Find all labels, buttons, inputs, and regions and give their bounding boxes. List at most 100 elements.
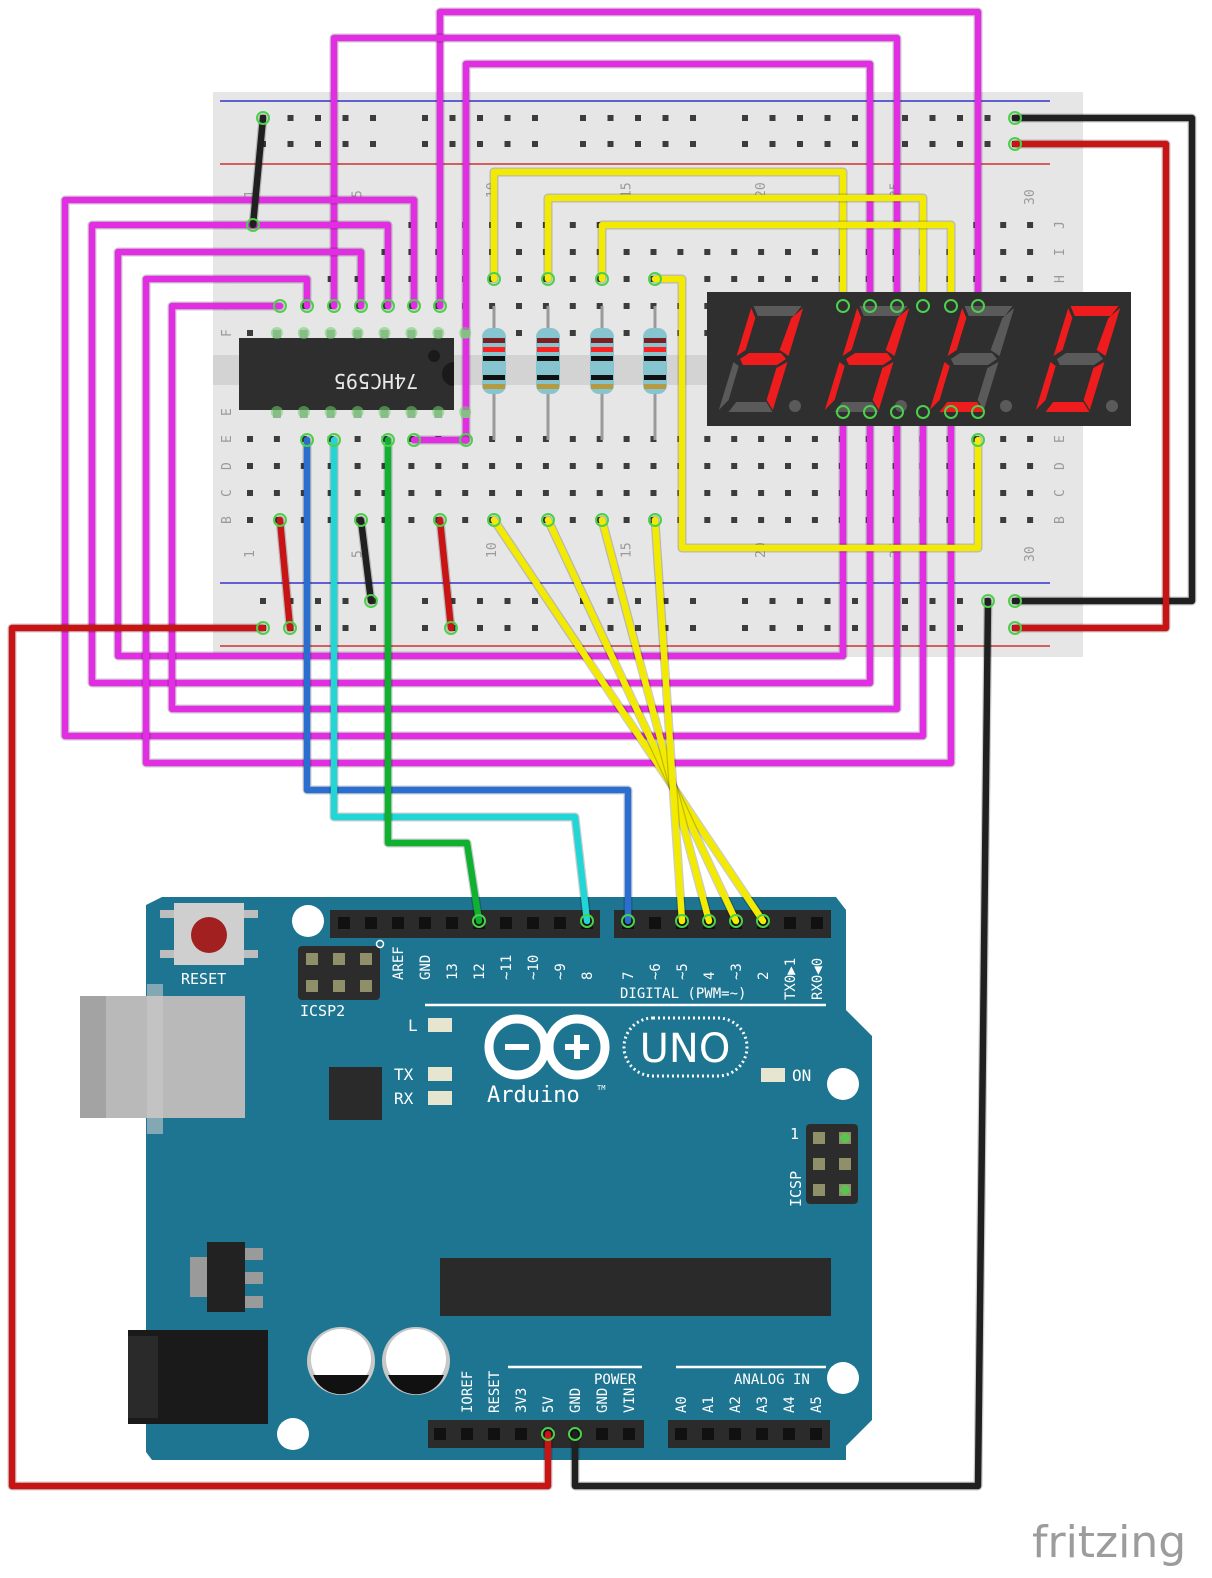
rail-hole xyxy=(690,141,696,147)
rail-hole xyxy=(662,141,669,147)
pin-highlight xyxy=(327,299,341,313)
breadboard-hole xyxy=(516,222,522,228)
breadboard-column-number: 5 xyxy=(351,550,366,558)
resistor-band xyxy=(537,338,559,343)
breadboard-hole xyxy=(704,276,711,282)
breadboard-hole xyxy=(785,517,791,523)
resistor-band xyxy=(537,356,559,361)
rail-hole xyxy=(957,625,963,631)
chip-hole-highlight xyxy=(432,327,445,339)
rail-hole xyxy=(797,141,803,147)
segment-d xyxy=(834,402,879,412)
breadboard-column-number: 15 xyxy=(620,182,635,198)
breadboard-hole xyxy=(704,490,711,496)
header-socket xyxy=(488,1428,500,1440)
power-pin-label: RESET xyxy=(487,1370,503,1413)
rail-hole xyxy=(797,115,803,121)
icsp2-label: ICSP2 xyxy=(300,1002,345,1020)
rail-hole xyxy=(852,625,858,631)
breadboard-column-number: 5 xyxy=(351,190,366,198)
breadboard-column-number: 15 xyxy=(620,542,635,558)
segment-c xyxy=(977,362,999,410)
wire-green xyxy=(384,436,483,925)
pin-highlight xyxy=(863,299,877,313)
rail-hole xyxy=(370,115,376,121)
segment-a xyxy=(753,306,802,316)
breadboard-hole xyxy=(327,517,334,523)
resistor-band xyxy=(537,375,559,380)
rail-hole xyxy=(607,598,614,604)
usb-interface-chip xyxy=(329,1067,382,1120)
breadboard-hole xyxy=(462,517,469,523)
dc-power-jack[interactable] xyxy=(128,1330,268,1424)
breadboard-hole xyxy=(1000,276,1007,282)
breadboard-hole xyxy=(623,276,630,282)
breadboard-hole xyxy=(569,276,576,282)
breadboard-hole xyxy=(1027,222,1034,228)
wire-black xyxy=(249,114,267,229)
rail-hole xyxy=(422,598,428,604)
pin-highlight xyxy=(971,299,985,313)
pin-highlight xyxy=(890,405,904,419)
segment-g xyxy=(1057,353,1103,365)
pin-highlight xyxy=(459,433,473,447)
breadboard-hole xyxy=(381,436,388,442)
breadboard-row-letter: E xyxy=(220,408,235,416)
arduino-infinity-logo xyxy=(484,1014,610,1080)
chip-hole-highlight xyxy=(324,406,337,418)
rail-hole xyxy=(477,625,483,631)
pin-highlight xyxy=(580,914,594,928)
header-socket xyxy=(811,917,823,929)
breadboard-column-number: 1 xyxy=(243,190,258,198)
rail-hole xyxy=(902,115,908,121)
pin-highlight xyxy=(568,1427,582,1441)
rail-hole xyxy=(957,598,963,604)
header-socket xyxy=(500,917,512,929)
pin-highlight xyxy=(273,299,287,313)
power-pin-label: 5V xyxy=(541,1396,557,1413)
breadboard-hole xyxy=(704,436,711,442)
breadboard-hole xyxy=(704,517,711,523)
wire-magenta xyxy=(168,302,901,713)
rail-hole xyxy=(580,115,586,121)
breadboard-hole xyxy=(354,490,361,496)
wire-magenta xyxy=(142,275,955,767)
reset-button[interactable] xyxy=(160,903,258,965)
icsp2-header xyxy=(298,939,385,1000)
breadboard-hole xyxy=(811,463,818,469)
icsp-label: ICSP xyxy=(787,1171,805,1207)
pin-highlight xyxy=(916,299,930,313)
wire-black xyxy=(1011,114,1196,605)
wire-blue xyxy=(303,436,632,925)
breadboard-hole xyxy=(542,463,549,469)
header-socket xyxy=(461,1428,473,1440)
digital-pin-label: ~10 xyxy=(526,955,542,980)
capacitor xyxy=(307,1327,375,1395)
breadboard-hole xyxy=(435,490,442,496)
breadboard-hole xyxy=(1000,249,1007,255)
pin-highlight xyxy=(354,299,368,313)
wire-black xyxy=(571,597,992,1490)
segment-e xyxy=(929,362,950,410)
breadboard-hole xyxy=(247,517,253,523)
breadboard-hole xyxy=(758,517,765,523)
usb-connector[interactable] xyxy=(80,984,245,1134)
breadboard-hole xyxy=(247,436,253,442)
breadboard-hole xyxy=(462,463,469,469)
pin-highlight xyxy=(300,299,314,313)
segment-g xyxy=(740,353,786,365)
pin-highlight xyxy=(246,218,260,232)
breadboard-hole xyxy=(650,463,657,469)
breadboard-hole xyxy=(731,517,738,523)
resistor-band xyxy=(644,347,666,352)
pin-highlight xyxy=(836,299,850,313)
rail-hole xyxy=(902,141,908,147)
digital-pin-label: 4 xyxy=(702,972,718,980)
mounting-hole xyxy=(277,1418,309,1450)
segment-dp xyxy=(789,400,801,412)
segment-dp xyxy=(895,400,907,412)
pin-highlight xyxy=(256,621,270,635)
resistor-band xyxy=(483,375,505,380)
breadboard-column-number: 10 xyxy=(485,542,500,558)
header-socket xyxy=(702,1428,714,1440)
